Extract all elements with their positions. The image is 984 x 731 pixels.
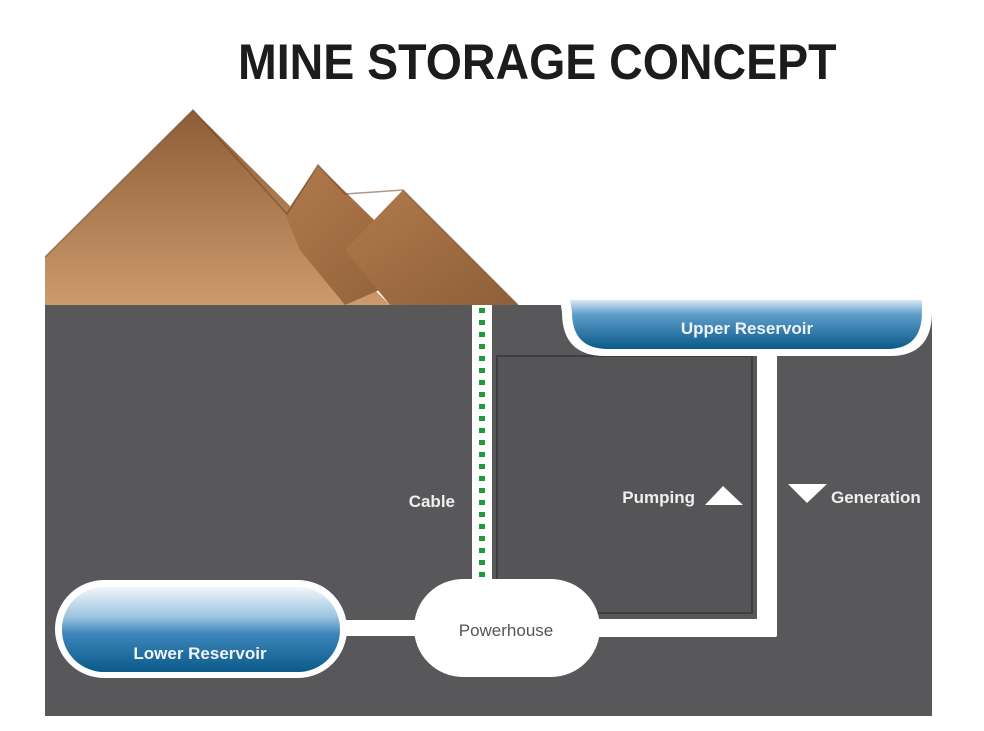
lower-reservoir: [55, 580, 347, 678]
mountain-large: [45, 110, 390, 305]
cable: [472, 305, 492, 595]
powerhouse-label: Powerhouse: [459, 621, 554, 640]
powerhouse: [414, 579, 600, 677]
lower-reservoir-label: Lower Reservoir: [133, 644, 267, 663]
penstock-pipes: [330, 345, 777, 637]
upper-reservoir-label: Upper Reservoir: [681, 319, 814, 338]
pipe-horizontal-right: [575, 619, 777, 637]
generation-label: Generation: [831, 488, 921, 507]
diagram-title: MINE STORAGE CONCEPT: [238, 34, 837, 90]
pipe-vertical: [757, 345, 777, 637]
mountain-small: [345, 190, 518, 305]
upper-reservoir: [560, 300, 932, 356]
pumping-arrow-up-icon: [705, 486, 743, 505]
pipe-horizontal-left: [330, 620, 440, 636]
cable-label: Cable: [409, 492, 455, 511]
pumping-label: Pumping: [622, 488, 695, 507]
mountains: [44, 108, 519, 306]
generation-arrow-down-icon: [788, 484, 827, 503]
